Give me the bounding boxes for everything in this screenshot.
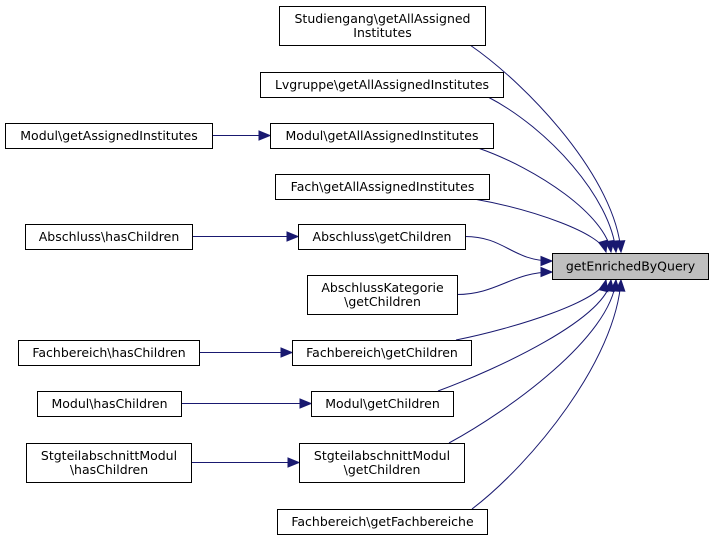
node-label: Modul\getChildren — [325, 396, 440, 411]
node-label: StgteilabschnittModul — [314, 448, 450, 463]
node-modul_getAllAssignedInstitutes[interactable]: Modul\getAllAssignedInstitutes — [270, 123, 494, 149]
node-label: Modul\getAssignedInstitutes — [20, 128, 197, 143]
node-box[interactable] — [25, 224, 193, 250]
edge-fach_getAllAssignedInstitutes-to-getEnrichedByQuery — [473, 198, 607, 253]
arrowhead-icon — [540, 266, 554, 278]
node-label: \getChildren — [344, 462, 421, 477]
node-modul_getChildren[interactable]: Modul\getChildren — [311, 391, 454, 417]
node-lvgruppe_getAllAssignedInstitutes[interactable]: Lvgruppe\getAllAssignedInstitutes — [260, 72, 504, 98]
node-fachbereich_getChildren[interactable]: Fachbereich\getChildren — [292, 340, 472, 366]
node-modul_getAssignedInstitutes[interactable]: Modul\getAssignedInstitutes — [5, 123, 213, 149]
edges-layer — [181, 44, 626, 510]
nodes-layer: getEnrichedByQuery Studiengang\getAllAssi… — [5, 6, 709, 535]
edge-lvgruppe_getAllAssignedInstitutes-to-getEnrichedByQuery — [487, 96, 617, 253]
node-box[interactable] — [299, 443, 465, 483]
node-label: StgteilabschnittModul — [41, 448, 177, 463]
edge-abschlusskategorie_getChildren-to-getEnrichedByQuery — [456, 271, 553, 295]
node-label: Fachbereich\getFachbereiche — [291, 514, 474, 529]
node-box[interactable] — [5, 123, 213, 149]
arrowhead-icon — [615, 278, 626, 292]
node-label: Lvgruppe\getAllAssignedInstitutes — [275, 77, 489, 92]
node-label: Modul\hasChildren — [51, 396, 167, 411]
node-fachbereich_getFachbereiche[interactable]: Fachbereich\getFachbereiche — [277, 509, 488, 535]
arrowhead-icon — [280, 347, 294, 358]
node-stgteilabschnittmodul_hasChildren[interactable]: StgteilabschnittModul\hasChildren — [26, 443, 192, 483]
node-box[interactable] — [26, 443, 192, 483]
node-label: Abschluss\hasChildren — [39, 229, 180, 244]
node-box[interactable] — [307, 275, 458, 315]
node-box[interactable] — [552, 253, 709, 280]
node-label: Fach\getAllAssignedInstitutes — [291, 179, 475, 194]
node-label: AbschlussKategorie — [321, 280, 444, 295]
node-abschluss_hasChildren[interactable]: Abschluss\hasChildren — [25, 224, 193, 250]
node-label: \getChildren — [344, 294, 421, 309]
node-abschluss_getChildren[interactable]: Abschluss\getChildren — [298, 224, 466, 250]
node-label: Fachbereich\hasChildren — [32, 345, 185, 360]
node-box[interactable] — [270, 123, 494, 149]
node-studiengang_getAllAssignedInstitutes[interactable]: Studiengang\getAllAssignedInstitutes — [279, 6, 486, 46]
node-stgteilabschnittmodul_getChildren[interactable]: StgteilabschnittModul\getChildren — [299, 443, 465, 483]
node-box[interactable] — [279, 6, 486, 46]
edge-fachbereich_getFachbereiche-to-getEnrichedByQuery — [471, 279, 622, 510]
edge-fachbereich_getChildren-to-getEnrichedByQuery — [455, 279, 607, 341]
node-label: Institutes — [353, 25, 411, 40]
arrowhead-icon — [540, 255, 554, 267]
node-box[interactable] — [275, 174, 490, 200]
node-box[interactable] — [277, 509, 488, 535]
node-box[interactable] — [292, 340, 472, 366]
node-label: getEnrichedByQuery — [566, 259, 696, 274]
edge-studiengang_getAllAssignedInstitutes-to-getEnrichedByQuery — [469, 44, 622, 253]
node-fachbereich_hasChildren[interactable]: Fachbereich\hasChildren — [18, 340, 200, 366]
arrowhead-icon — [258, 130, 272, 141]
node-focus-getEnrichedByQuery[interactable]: getEnrichedByQuery — [552, 253, 709, 280]
edge-abschluss_getChildren-to-getEnrichedByQuery — [464, 236, 553, 262]
node-box[interactable] — [18, 340, 200, 366]
node-modul_hasChildren[interactable]: Modul\hasChildren — [37, 391, 182, 417]
node-label: Modul\getAllAssignedInstitutes — [286, 128, 479, 143]
node-label: \hasChildren — [70, 462, 148, 477]
arrowhead-icon — [287, 457, 301, 468]
node-label: Studiengang\getAllAssigned — [295, 11, 471, 26]
node-box[interactable] — [298, 224, 466, 250]
node-label: Fachbereich\getChildren — [306, 345, 458, 360]
edge-stgteilabschnittmodul_getChildren-to-getEnrichedByQuery — [448, 279, 617, 444]
edge-modul_getChildren-to-getEnrichedByQuery — [437, 279, 612, 392]
arrowhead-icon — [299, 398, 313, 409]
node-fach_getAllAssignedInstitutes[interactable]: Fach\getAllAssignedInstitutes — [275, 174, 490, 200]
node-box[interactable] — [311, 391, 454, 417]
arrowhead-icon — [597, 239, 609, 254]
node-box[interactable] — [260, 72, 504, 98]
node-label: Abschluss\getChildren — [313, 229, 452, 244]
node-abschlusskategorie_getChildren[interactable]: AbschlussKategorie\getChildren — [307, 275, 458, 315]
arrowhead-icon — [286, 231, 300, 242]
node-box[interactable] — [37, 391, 182, 417]
edge-modul_getAllAssignedInstitutes-to-getEnrichedByQuery — [477, 147, 612, 253]
